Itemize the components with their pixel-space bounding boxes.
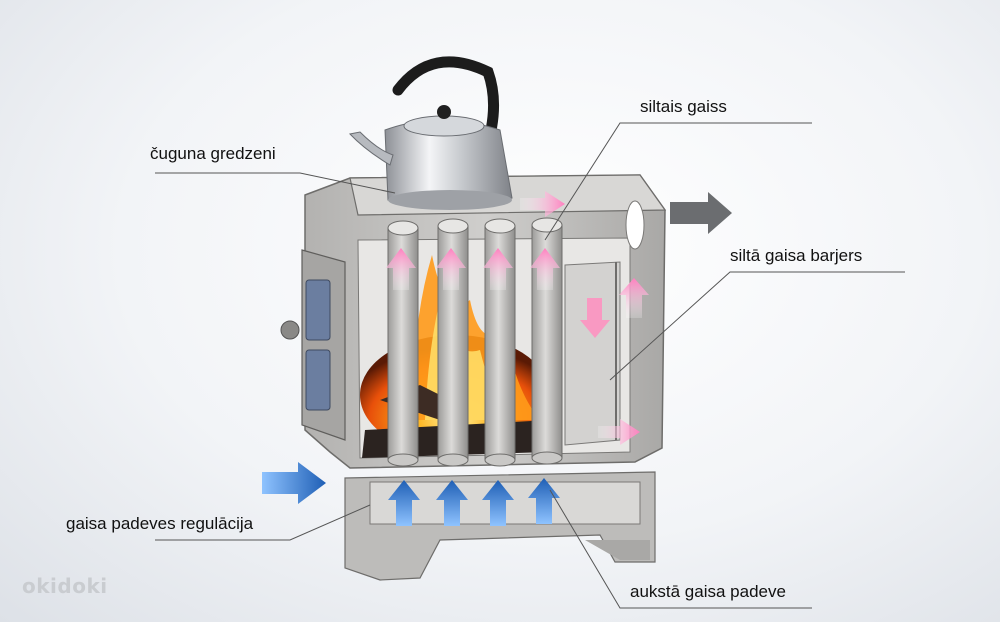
label-warm-air: siltais gaiss <box>640 97 727 116</box>
label-cold-air-supply: aukstā gaisa padeve <box>630 582 786 601</box>
leader-lines <box>155 122 905 609</box>
warm-air-arrows <box>386 191 649 445</box>
exhaust-arrow-icon <box>670 192 732 234</box>
kettle-icon <box>349 56 513 210</box>
cold-air-arrows <box>262 462 560 526</box>
label-air-supply-regulation: gaisa padeves regulācija <box>66 514 254 533</box>
label-warm-air-barrier: siltā gaisa barjers <box>730 246 863 265</box>
label-cast-iron-rings: čuguna gredzeni <box>150 144 276 163</box>
watermark: okidoki <box>22 574 108 598</box>
